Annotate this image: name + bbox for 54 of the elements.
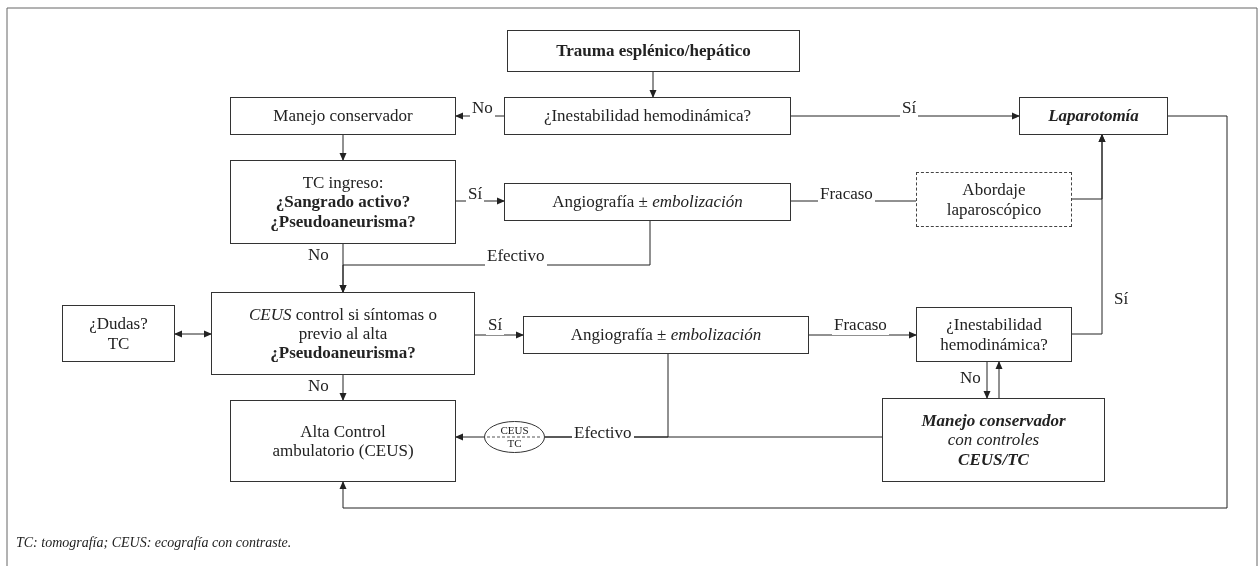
node-text: Angiografía ± embolización <box>570 325 762 345</box>
node-text: con controles <box>947 430 1040 450</box>
connector-arrow <box>339 374 347 401</box>
process-box <box>62 305 175 362</box>
edge-label: Efectivo <box>485 247 547 266</box>
node-text: Manejo conservador <box>921 411 1066 431</box>
node-text: Angiografía ± embolización <box>552 192 743 212</box>
connector-arrow <box>995 361 1003 399</box>
edge-label: Sí <box>466 185 485 204</box>
optional-process-box <box>916 172 1072 227</box>
decision-box <box>916 307 1072 362</box>
connector-arrow <box>649 71 657 98</box>
node-text: Laparotomía <box>1048 106 1139 126</box>
footnote: TC: tomografía; CEUS: ecografía con contraste. <box>16 535 292 551</box>
process-box <box>523 316 809 354</box>
node-text: Manejo conservador <box>273 106 413 126</box>
ellipse-text: CEUS <box>500 424 529 437</box>
connector-arrow <box>339 115 1228 509</box>
start-box <box>507 30 800 72</box>
connector-arrow <box>455 197 505 205</box>
node-text: ¿Inestabilidad hemodinámica? <box>939 315 1049 354</box>
connector-arrow <box>790 112 1020 120</box>
node-text: CEUS control si síntomas o previo al alta <box>248 304 438 343</box>
connector-arrow <box>455 433 485 441</box>
decision-box <box>504 97 791 135</box>
connector-arrow <box>174 330 212 338</box>
ellipse-text: TC <box>507 437 522 450</box>
node-text: CEUS/TC <box>958 449 1029 469</box>
edge-label: Sí <box>486 316 505 335</box>
ellipse-node <box>484 421 545 453</box>
connector-arrow <box>339 134 347 161</box>
edge-label: Fracaso <box>818 185 875 204</box>
edge-label: Sí <box>900 99 919 118</box>
node-text: Trauma esplénico/hepático <box>556 41 751 61</box>
node-text: TC ingreso: <box>302 173 384 193</box>
decision-box <box>211 292 475 375</box>
node-text: Alta Control ambulatorio (CEUS) <box>271 421 415 461</box>
node-text: ¿Sangrado activo? ¿Pseudoaneurisma? <box>269 192 417 231</box>
node-text: ¿Pseudoaneurisma? <box>270 343 416 363</box>
process-box <box>230 97 456 135</box>
node-text: ¿Dudas? TC <box>88 314 149 353</box>
node-text: ¿Inestabilidad hemodinámica? <box>543 106 752 126</box>
process-box <box>504 183 791 221</box>
connector-arrow <box>474 331 524 339</box>
process-box <box>882 398 1105 482</box>
connector-arrow <box>1071 134 1106 335</box>
node-text: Abordaje laparoscópico <box>945 180 1043 219</box>
end-box <box>230 400 456 482</box>
edge-label: Fracaso <box>832 316 889 335</box>
process-box <box>1019 97 1168 135</box>
connector-arrow <box>983 361 991 399</box>
decision-box <box>230 160 456 244</box>
edge-label: No <box>470 99 495 118</box>
connector-arrow <box>808 331 917 339</box>
